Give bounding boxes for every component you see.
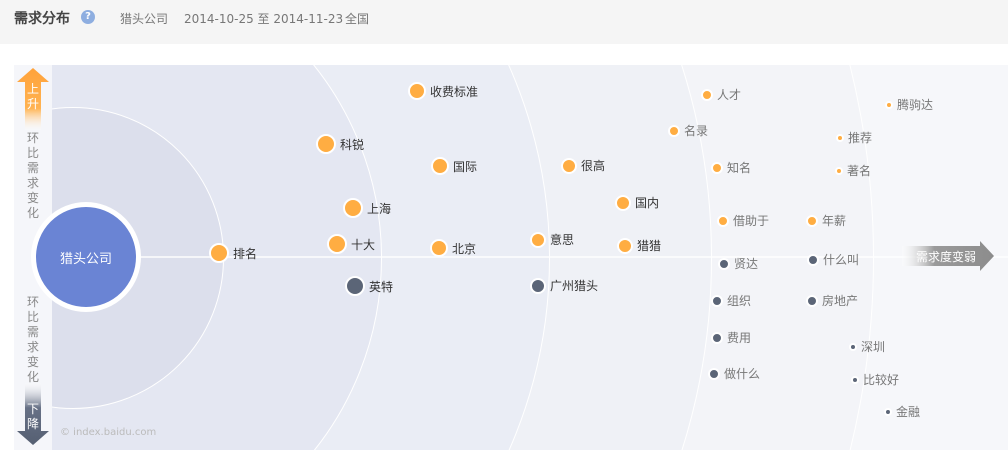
node-label: 年薪	[822, 214, 847, 228]
keyword-node[interactable]: 国际	[431, 157, 477, 175]
keyword-node[interactable]: 贤达	[718, 255, 758, 272]
keyword-node[interactable]: 猎猎	[617, 237, 661, 254]
axis-label-char: 环	[26, 131, 39, 145]
node-label: 借助于	[733, 214, 770, 228]
axis-label-char: 比	[26, 310, 39, 324]
keyword-node[interactable]: 深圳	[849, 338, 885, 355]
node-label: 贤达	[734, 257, 759, 271]
axis-label-char: 变	[26, 191, 39, 205]
node-label: 深圳	[861, 340, 886, 354]
keyword-node[interactable]: 借助于	[717, 212, 769, 229]
node-label: 猎猎	[637, 239, 662, 253]
region-label: 全国	[345, 12, 370, 26]
watermark: © index.baidu.com	[60, 427, 157, 438]
keyword-node[interactable]: 比较好	[851, 371, 899, 388]
keyword-node[interactable]: 北京	[430, 239, 476, 257]
keyword-node[interactable]: 房地产	[806, 292, 858, 309]
keyword-node[interactable]: 科锐	[316, 134, 364, 154]
header-bar: 需求分布 ? 猎头公司 2014-10-25 至 2014-11-23 全国	[0, 0, 1008, 44]
keyword-node[interactable]: 组织	[711, 292, 751, 309]
horizontal-axis	[14, 256, 1008, 258]
axis-label-char: 化	[26, 206, 39, 220]
node-label: 金融	[896, 405, 921, 419]
keyword-node[interactable]: 人才	[701, 86, 741, 103]
arrow-right-icon	[902, 241, 994, 271]
node-label: 推荐	[848, 131, 873, 145]
node-label: 科锐	[340, 137, 365, 152]
keyword-node[interactable]: 什么叫	[807, 251, 859, 268]
axis-label-char: 需	[26, 325, 39, 339]
page-title: 需求分布	[14, 11, 70, 27]
keyword-node[interactable]: 排名	[209, 243, 257, 263]
rising-label-2: 升	[26, 97, 39, 111]
keyword-node[interactable]: 金融	[884, 403, 920, 420]
node-label: 国际	[453, 159, 478, 174]
falling-label-2: 降	[26, 417, 39, 431]
weaker-demand-label: 需求度变弱	[916, 250, 977, 264]
node-label: 排名	[233, 246, 258, 261]
keyword-node[interactable]: 年薪	[806, 212, 846, 229]
keyword-node[interactable]: 很高	[561, 157, 605, 174]
node-label: 费用	[727, 331, 752, 345]
keyword-node[interactable]: 上海	[343, 198, 391, 218]
node-label: 国内	[635, 196, 660, 210]
keyword-node[interactable]: 意思	[530, 231, 574, 248]
rising-label-1: 上	[26, 82, 39, 96]
keyword-node[interactable]: 国内	[615, 194, 659, 211]
node-label: 著名	[847, 164, 872, 178]
keyword-node[interactable]: 腾驹达	[885, 96, 933, 113]
node-label: 广州猎头	[550, 279, 599, 293]
axis-label-char: 求	[26, 340, 39, 354]
node-label: 英特	[369, 279, 394, 294]
node-label: 十大	[351, 237, 376, 252]
keyword-node[interactable]: 十大	[327, 234, 375, 254]
keyword-node[interactable]: 做什么	[708, 365, 760, 382]
falling-label-1: 下	[26, 402, 39, 416]
keyword-label: 猎头公司	[120, 12, 169, 26]
node-label: 名录	[684, 124, 709, 138]
keyword-node[interactable]: 英特	[345, 276, 393, 296]
node-label: 北京	[452, 241, 477, 256]
demand-distribution-chart: 上 升 环 比 需 求 变 化 环 比 需 求 变 化 下 降 猎头公司 排名 …	[14, 65, 1008, 450]
node-label: 比较好	[863, 373, 900, 387]
arrow-up-icon	[17, 68, 49, 130]
keyword-node[interactable]: 广州猎头	[530, 277, 598, 294]
help-icon[interactable]: ?	[81, 10, 95, 24]
node-label: 人才	[717, 88, 742, 102]
keyword-node[interactable]: 知名	[711, 159, 751, 176]
arrow-down-icon	[17, 383, 49, 445]
node-label: 收费标准	[430, 84, 479, 99]
node-label: 很高	[581, 159, 606, 173]
axis-label-char: 求	[26, 176, 39, 190]
date-range: 2014-10-25 至 2014-11-23	[184, 12, 344, 26]
axis-label-char: 需	[26, 161, 39, 175]
keyword-node[interactable]: 名录	[668, 122, 708, 139]
weaker-demand-arrow: 需求度变弱	[902, 241, 994, 271]
axis-label-char: 变	[26, 355, 39, 369]
axis-label-char: 化	[26, 370, 39, 384]
node-label: 上海	[367, 201, 392, 216]
keyword-node[interactable]: 著名	[835, 162, 871, 179]
node-label: 腾驹达	[897, 98, 934, 112]
node-label: 知名	[727, 161, 752, 175]
center-keyword-hub[interactable]: 猎头公司	[31, 202, 141, 312]
node-label: 组织	[727, 294, 752, 308]
keyword-node[interactable]: 费用	[711, 329, 751, 346]
node-label: 什么叫	[823, 253, 860, 267]
node-label: 意思	[550, 233, 575, 247]
keyword-node[interactable]: 推荐	[836, 129, 872, 146]
axis-label-char: 比	[26, 146, 39, 160]
node-label: 做什么	[724, 367, 761, 381]
node-label: 房地产	[822, 294, 859, 308]
axis-label-char: 环	[26, 295, 39, 309]
keyword-node[interactable]: 收费标准	[408, 82, 478, 100]
